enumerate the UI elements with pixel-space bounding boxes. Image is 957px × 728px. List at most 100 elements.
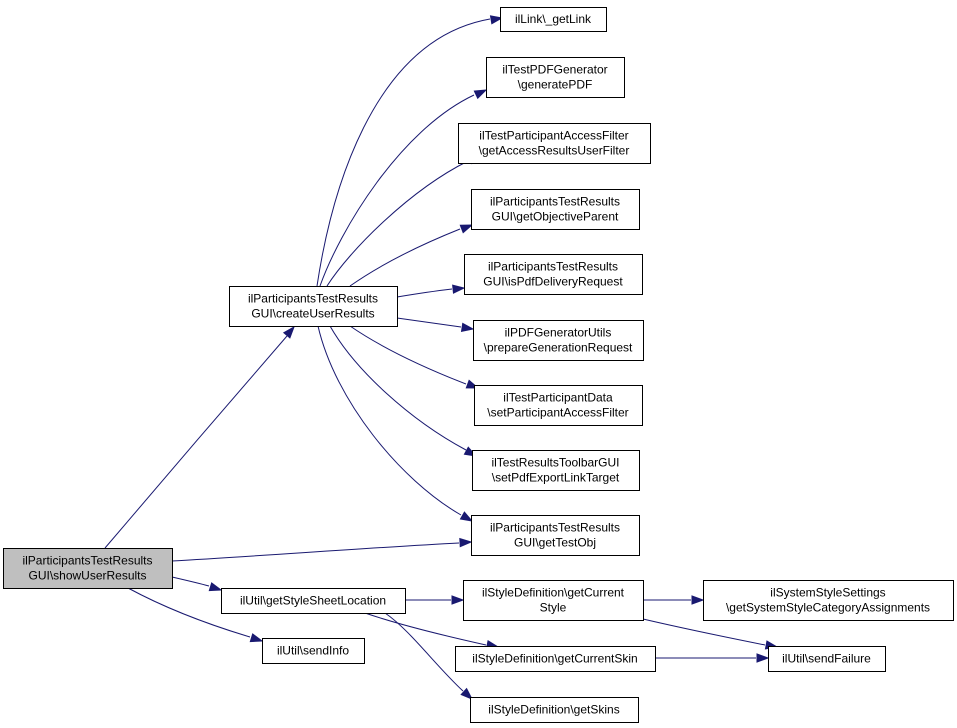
node-box xyxy=(470,697,639,723)
node-box xyxy=(486,57,625,98)
node-label-line: ilTestPDFGenerator xyxy=(502,63,607,77)
node-label-line: GUI\getTestObj xyxy=(514,536,596,550)
node-label-line: \getSystemStyleCategoryAssignments xyxy=(726,601,930,615)
node-prepareGenerationRequest[interactable]: ilPDFGeneratorUtils\prepareGenerationReq… xyxy=(473,320,644,361)
node-label-line: ilUtil\sendInfo xyxy=(277,644,349,658)
edge-line xyxy=(317,325,462,516)
edge-createUserResults-to-setPdfExportLinkTarget xyxy=(329,325,478,457)
edge-line xyxy=(104,335,288,549)
node-label-line: ilUtil\sendFailure xyxy=(782,652,871,666)
node-label-line: ilParticipantsTestResults xyxy=(490,521,620,535)
arrowhead xyxy=(756,653,770,663)
arrowhead xyxy=(691,595,705,605)
node-box xyxy=(221,588,406,614)
edges-layer xyxy=(104,15,779,700)
edge-createUserResults-to-prepareGenerationRequest xyxy=(396,317,475,332)
node-box xyxy=(463,580,644,621)
node-getCurrentSkin[interactable]: ilStyleDefinition\getCurrentSkin xyxy=(455,646,656,672)
node-label-line: GUI\showUserResults xyxy=(28,569,146,583)
edge-createUserResults-to-getLink xyxy=(316,15,504,287)
edge-line xyxy=(326,160,469,287)
node-getStyleSheetLocation[interactable]: ilUtil\getStyleSheetLocation xyxy=(221,588,406,614)
arrowhead xyxy=(459,224,474,234)
node-label-line: ilTestParticipantData xyxy=(503,391,613,405)
arrowhead xyxy=(452,284,466,294)
node-box xyxy=(703,580,954,621)
node-label-line: ilLink\_getLink xyxy=(515,12,592,26)
arrowhead xyxy=(451,595,465,605)
node-box xyxy=(229,286,398,327)
node-showUserResults: ilParticipantsTestResultsGUI\showUserRes… xyxy=(3,548,173,589)
node-label-line: ilParticipantsTestResults xyxy=(248,292,378,306)
arrowhead xyxy=(459,511,474,522)
node-label-line: \prepareGenerationRequest xyxy=(484,341,633,355)
edge-createUserResults-to-getAccessResultsUserFilter xyxy=(326,154,482,287)
edge-line xyxy=(349,325,467,385)
node-box xyxy=(262,638,365,664)
node-label-line: GUI\getObjectiveParent xyxy=(492,210,619,224)
edge-line xyxy=(396,288,453,298)
node-box xyxy=(471,189,640,230)
edge-line xyxy=(171,576,210,587)
node-label-line: ilParticipantsTestResults xyxy=(22,554,152,568)
node-label-line: \generatePDF xyxy=(518,78,593,92)
arrowhead xyxy=(460,322,475,332)
edge-getStyleSheetLocation-to-getCurrentStyle xyxy=(404,595,465,605)
arrowhead xyxy=(282,325,295,339)
edge-line xyxy=(171,542,460,562)
arrowhead xyxy=(249,633,264,643)
node-setPdfExportLinkTarget[interactable]: ilTestResultsToolbarGUI\setPdfExportLink… xyxy=(472,450,640,491)
node-label-line: ilStyleDefinition\getSkins xyxy=(488,703,619,717)
node-label-line: ilStyleDefinition\getCurrentSkin xyxy=(472,652,637,666)
node-label-line: ilStyleDefinition\getCurrent xyxy=(482,586,625,600)
edge-createUserResults-to-getTestObj xyxy=(317,325,474,522)
node-generatePDF[interactable]: ilTestPDFGenerator\generatePDF xyxy=(486,57,625,98)
node-createUserResults[interactable]: ilParticipantsTestResultsGUI\createUserR… xyxy=(229,286,398,327)
edge-line xyxy=(127,587,251,638)
edge-getCurrentSkin-to-sendFailure xyxy=(655,653,770,663)
node-box xyxy=(473,320,644,361)
edge-line xyxy=(396,317,462,328)
node-box xyxy=(474,385,643,426)
node-getLink[interactable]: ilLink\_getLink xyxy=(500,7,607,32)
node-getSystemStyleCategoryAssignments[interactable]: ilSystemStyleSettings\getSystemStyleCate… xyxy=(703,580,954,621)
node-box xyxy=(471,515,640,556)
node-label-line: ilParticipantsTestResults xyxy=(488,260,618,274)
edge-showUserResults-to-sendInfo xyxy=(127,587,264,643)
node-label-line: \getAccessResultsUserFilter xyxy=(479,144,630,158)
edge-createUserResults-to-getObjectiveParent xyxy=(349,224,474,287)
node-box xyxy=(472,450,640,491)
node-setParticipantAccessFilter[interactable]: ilTestParticipantData\setParticipantAcce… xyxy=(474,385,643,426)
edge-showUserResults-to-getTestObj xyxy=(171,537,473,562)
node-box xyxy=(768,646,886,672)
node-getAccessResultsUserFilter[interactable]: ilTestParticipantAccessFilter\getAccessR… xyxy=(458,123,651,164)
node-box xyxy=(455,646,656,672)
node-isPdfDeliveryRequest[interactable]: ilParticipantsTestResultsGUI\isPdfDelive… xyxy=(464,254,643,295)
node-getObjectiveParent[interactable]: ilParticipantsTestResultsGUI\getObjectiv… xyxy=(471,189,640,230)
node-label-line: ilPDFGeneratorUtils xyxy=(505,326,612,340)
edge-createUserResults-to-generatePDF xyxy=(319,89,488,287)
edge-createUserResults-to-isPdfDeliveryRequest xyxy=(396,284,466,298)
node-box xyxy=(3,548,173,589)
node-box xyxy=(464,254,643,295)
edge-createUserResults-to-setParticipantAccessFilter xyxy=(349,325,480,389)
node-sendFailure[interactable]: ilUtil\sendFailure xyxy=(768,646,886,672)
arrowhead xyxy=(208,582,223,592)
arrowhead xyxy=(473,89,488,100)
edge-line xyxy=(349,228,461,287)
edge-getCurrentStyle-to-getSystemStyleCategoryAssignments xyxy=(642,595,705,605)
edge-line xyxy=(384,612,464,692)
edge-getCurrentStyle-to-sendFailure xyxy=(642,618,779,650)
node-getSkins[interactable]: ilStyleDefinition\getSkins xyxy=(470,697,639,723)
node-label-line: ilUtil\getStyleSheetLocation xyxy=(240,594,386,608)
node-box xyxy=(500,7,607,32)
node-label-line: Style xyxy=(540,601,567,615)
nodes-layer: ilParticipantsTestResultsGUI\showUserRes… xyxy=(3,7,954,723)
arrowhead xyxy=(459,537,473,548)
node-label-line: ilSystemStyleSettings xyxy=(770,586,885,600)
node-sendInfo[interactable]: ilUtil\sendInfo xyxy=(262,638,365,664)
node-label-line: ilTestResultsToolbarGUI xyxy=(491,456,619,470)
